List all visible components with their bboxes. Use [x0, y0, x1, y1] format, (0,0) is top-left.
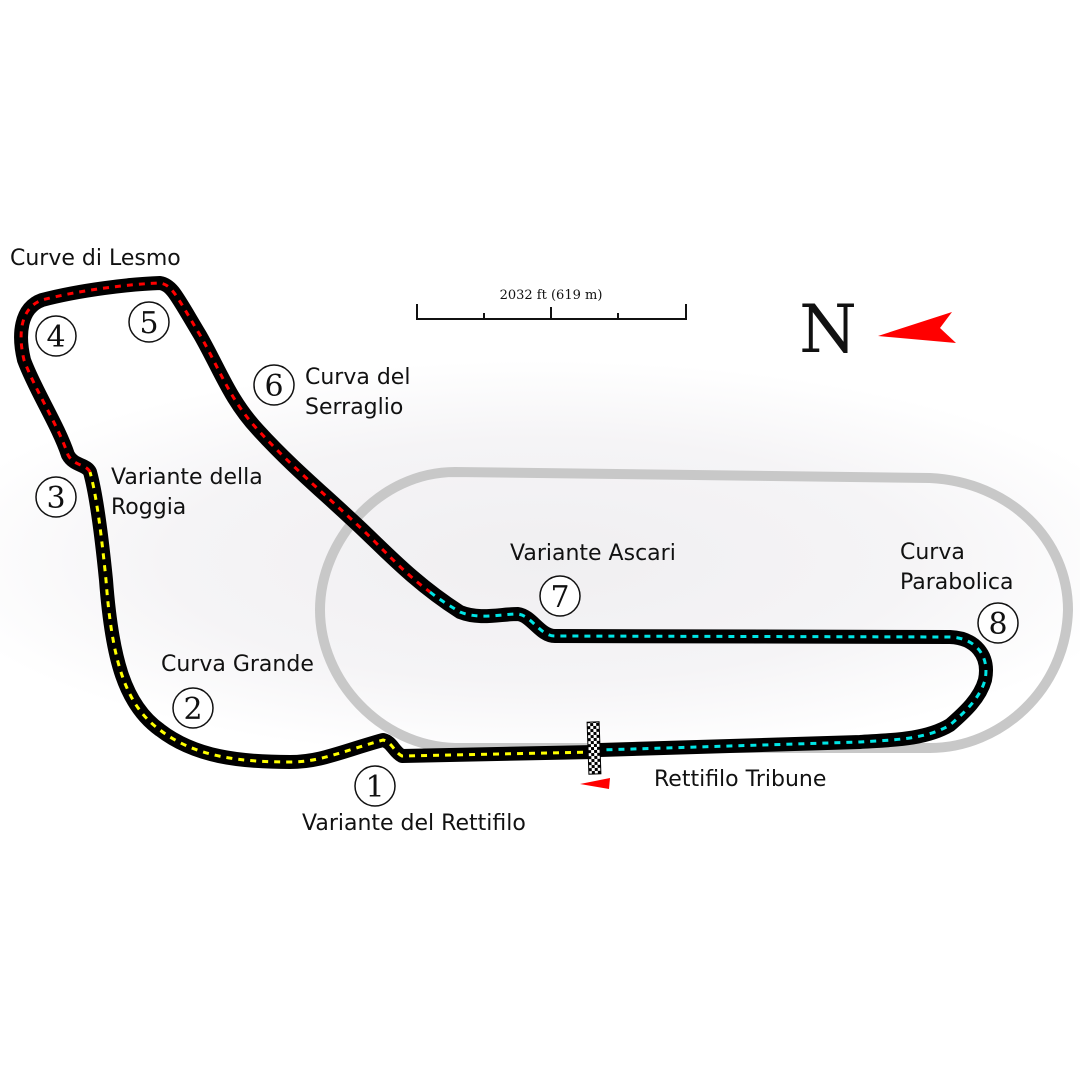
- start-finish-line: [586, 721, 602, 775]
- svg-text:7: 7: [550, 580, 569, 615]
- north-label: N: [799, 291, 857, 368]
- svg-text:6: 6: [264, 369, 283, 404]
- corner-4: 4: [35, 315, 77, 357]
- label-variante-ascari: Variante Ascari: [510, 541, 676, 566]
- label-curva-parabolica-1: Curva: [900, 540, 965, 565]
- label-curva-del-serraglio-2: Serraglio: [305, 395, 403, 420]
- label-variante-del-rettifilo: Variante del Rettifilo: [302, 811, 526, 836]
- sector-2-dashes: [19, 281, 431, 594]
- sector-1-dashes: [88, 471, 596, 764]
- scale-bar: [416, 304, 687, 320]
- north-arrow-icon: [878, 312, 956, 343]
- corner-1: 1: [354, 765, 396, 807]
- background-haze: [0, 360, 1080, 760]
- corner-6: 6: [253, 364, 295, 406]
- svg-text:8: 8: [988, 607, 1007, 642]
- corner-8: 8: [977, 602, 1019, 644]
- label-variante-della-roggia-2: Roggia: [111, 495, 186, 520]
- label-curva-grande: Curva Grande: [161, 652, 314, 677]
- label-curva-parabolica-2: Parabolica: [900, 570, 1014, 595]
- label-variante-della-roggia-1: Variante della: [111, 465, 263, 490]
- sector-3-dashes: [429, 590, 988, 752]
- corner-5: 5: [128, 301, 170, 343]
- svg-text:4: 4: [46, 320, 65, 355]
- label-rettifilo-tribune: Rettifilo Tribune: [654, 767, 826, 792]
- svg-text:2: 2: [183, 692, 202, 727]
- corner-3: 3: [35, 476, 77, 518]
- svg-text:1: 1: [365, 770, 384, 805]
- direction-arrow: [580, 778, 610, 789]
- corner-7: 7: [539, 575, 581, 617]
- svg-text:3: 3: [46, 481, 65, 516]
- label-curve-di-lesmo: Curve di Lesmo: [10, 246, 181, 271]
- scale-label: 2032 ft (619 m): [500, 288, 603, 303]
- old-oval-track: [314, 466, 1074, 753]
- corner-2: 2: [172, 687, 214, 729]
- label-curva-del-serraglio-1: Curva del: [305, 365, 410, 390]
- svg-text:5: 5: [139, 306, 158, 341]
